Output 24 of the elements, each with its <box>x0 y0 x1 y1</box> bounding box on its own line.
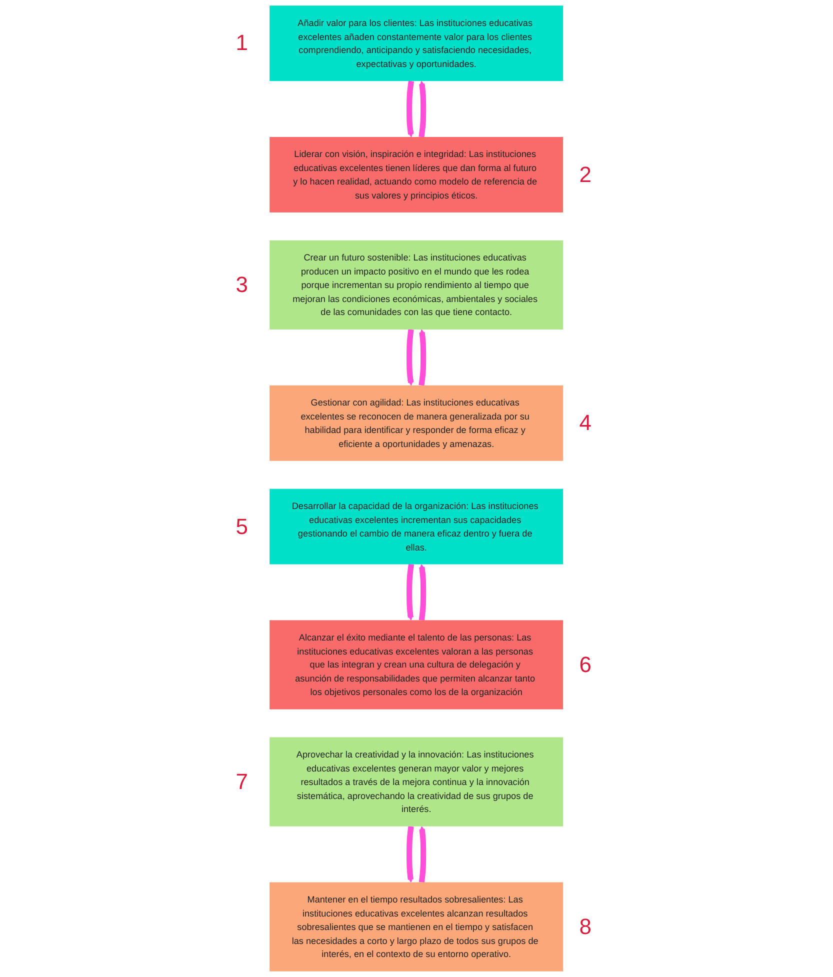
arrow <box>406 564 414 620</box>
arrow <box>406 329 414 386</box>
step-number: 7 <box>236 770 248 794</box>
step-number: 1 <box>236 31 248 56</box>
step-number: 5 <box>236 514 248 539</box>
node-box: Aprovechar la creatividad y la innovación: Las instituciones educativas excelentes generan mayor valor y mejores resultados a través de la mejora continua y la innovación sistemática, aprovechando la creatividad de sus grupos de interés. <box>270 737 564 826</box>
step-number: 4 <box>579 411 592 436</box>
arrow <box>419 826 426 883</box>
arrow <box>419 564 426 621</box>
node-box: Mantener en el tiempo resultados sobresalientes: Las instituciones educativas excelentes alcanzan resultados sobresalientes que se mantienen en el tiempo y satisfacen las necesidades a corto y largo plazo de todos sus grupos de interés, en el contexto de su entorno operativo. <box>270 882 564 972</box>
step-number: 2 <box>579 162 592 187</box>
step-number: 8 <box>579 914 592 939</box>
arrow <box>406 826 414 883</box>
node-box: Gestionar con agilidad: Las instituciones educativas excelentes se reconocen de manera generalizada por su habilidad para identificar y responder de forma eficaz y eficiente a oportunidades y amenazas. <box>270 385 564 461</box>
arrow <box>418 80 426 138</box>
arrow <box>406 80 414 138</box>
step-number: 3 <box>236 272 248 297</box>
node-box: Desarrollar la capacidad de la organización: Las instituciones educativas excelentes incrementan sus capacidades gestionando el cambio de manera eficaz dentro y fuera de ellas. <box>270 488 564 564</box>
node-box: Crear un futuro sostenible: Las instituciones educativas producen un impacto positivo en el mundo que les rodea porque incrementan su propio rendimiento al tiempo que mejoran las condiciones económicas, ambientales y sociales de las comunidades con las que tiene contacto. <box>270 240 564 330</box>
node-box: Alcanzar el éxito mediante el talento de las personas: Las instituciones educativas excelentes valoran a las personas que las integran y crean una cultura de delegación y asunción de responsabilidades que permiten alcanzar tanto los objetivos personales como los de la organización <box>270 620 564 710</box>
arrow <box>418 329 426 386</box>
node-box: Liderar con visión, inspiración e integridad: Las instituciones educativas excelentes tienen líderes que dan forma al futuro y lo hacen realidad, actuando como modelo de referencia de sus valores y principios éticos. <box>270 136 564 212</box>
node-box: Añadir valor para los clientes: Las instituciones educativas excelentes añaden constantemente valor para los clientes comprendiendo, anticipando y satisfaciendo necesidades, expectativas y oportunidades. <box>270 6 564 82</box>
step-number: 6 <box>579 652 592 677</box>
